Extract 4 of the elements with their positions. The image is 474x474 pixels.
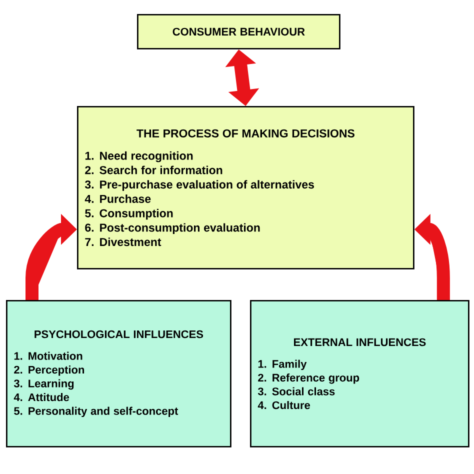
process-box: THE PROCESS OF MAKING DECISIONS 1. Need recognition 2. Search for information 3. Pre-purchase evaluation of alternatives 4. Purchase 5. Consumption 6. Post-consumption evaluation 7. Divestment [77, 106, 414, 270]
influence-box: EXTERNAL INFLUENCES 1. Family 2. Reference group 3. Social class 4. Culture [250, 300, 470, 448]
influence-box: PSYCHOLOGICAL INFLUENCES 1. Motivation 2. Perception 3. Learning 4. Attitude 5. Personality and self-concept [6, 300, 232, 448]
title-box: CONSUMER BEHAVIOUR [137, 14, 340, 50]
